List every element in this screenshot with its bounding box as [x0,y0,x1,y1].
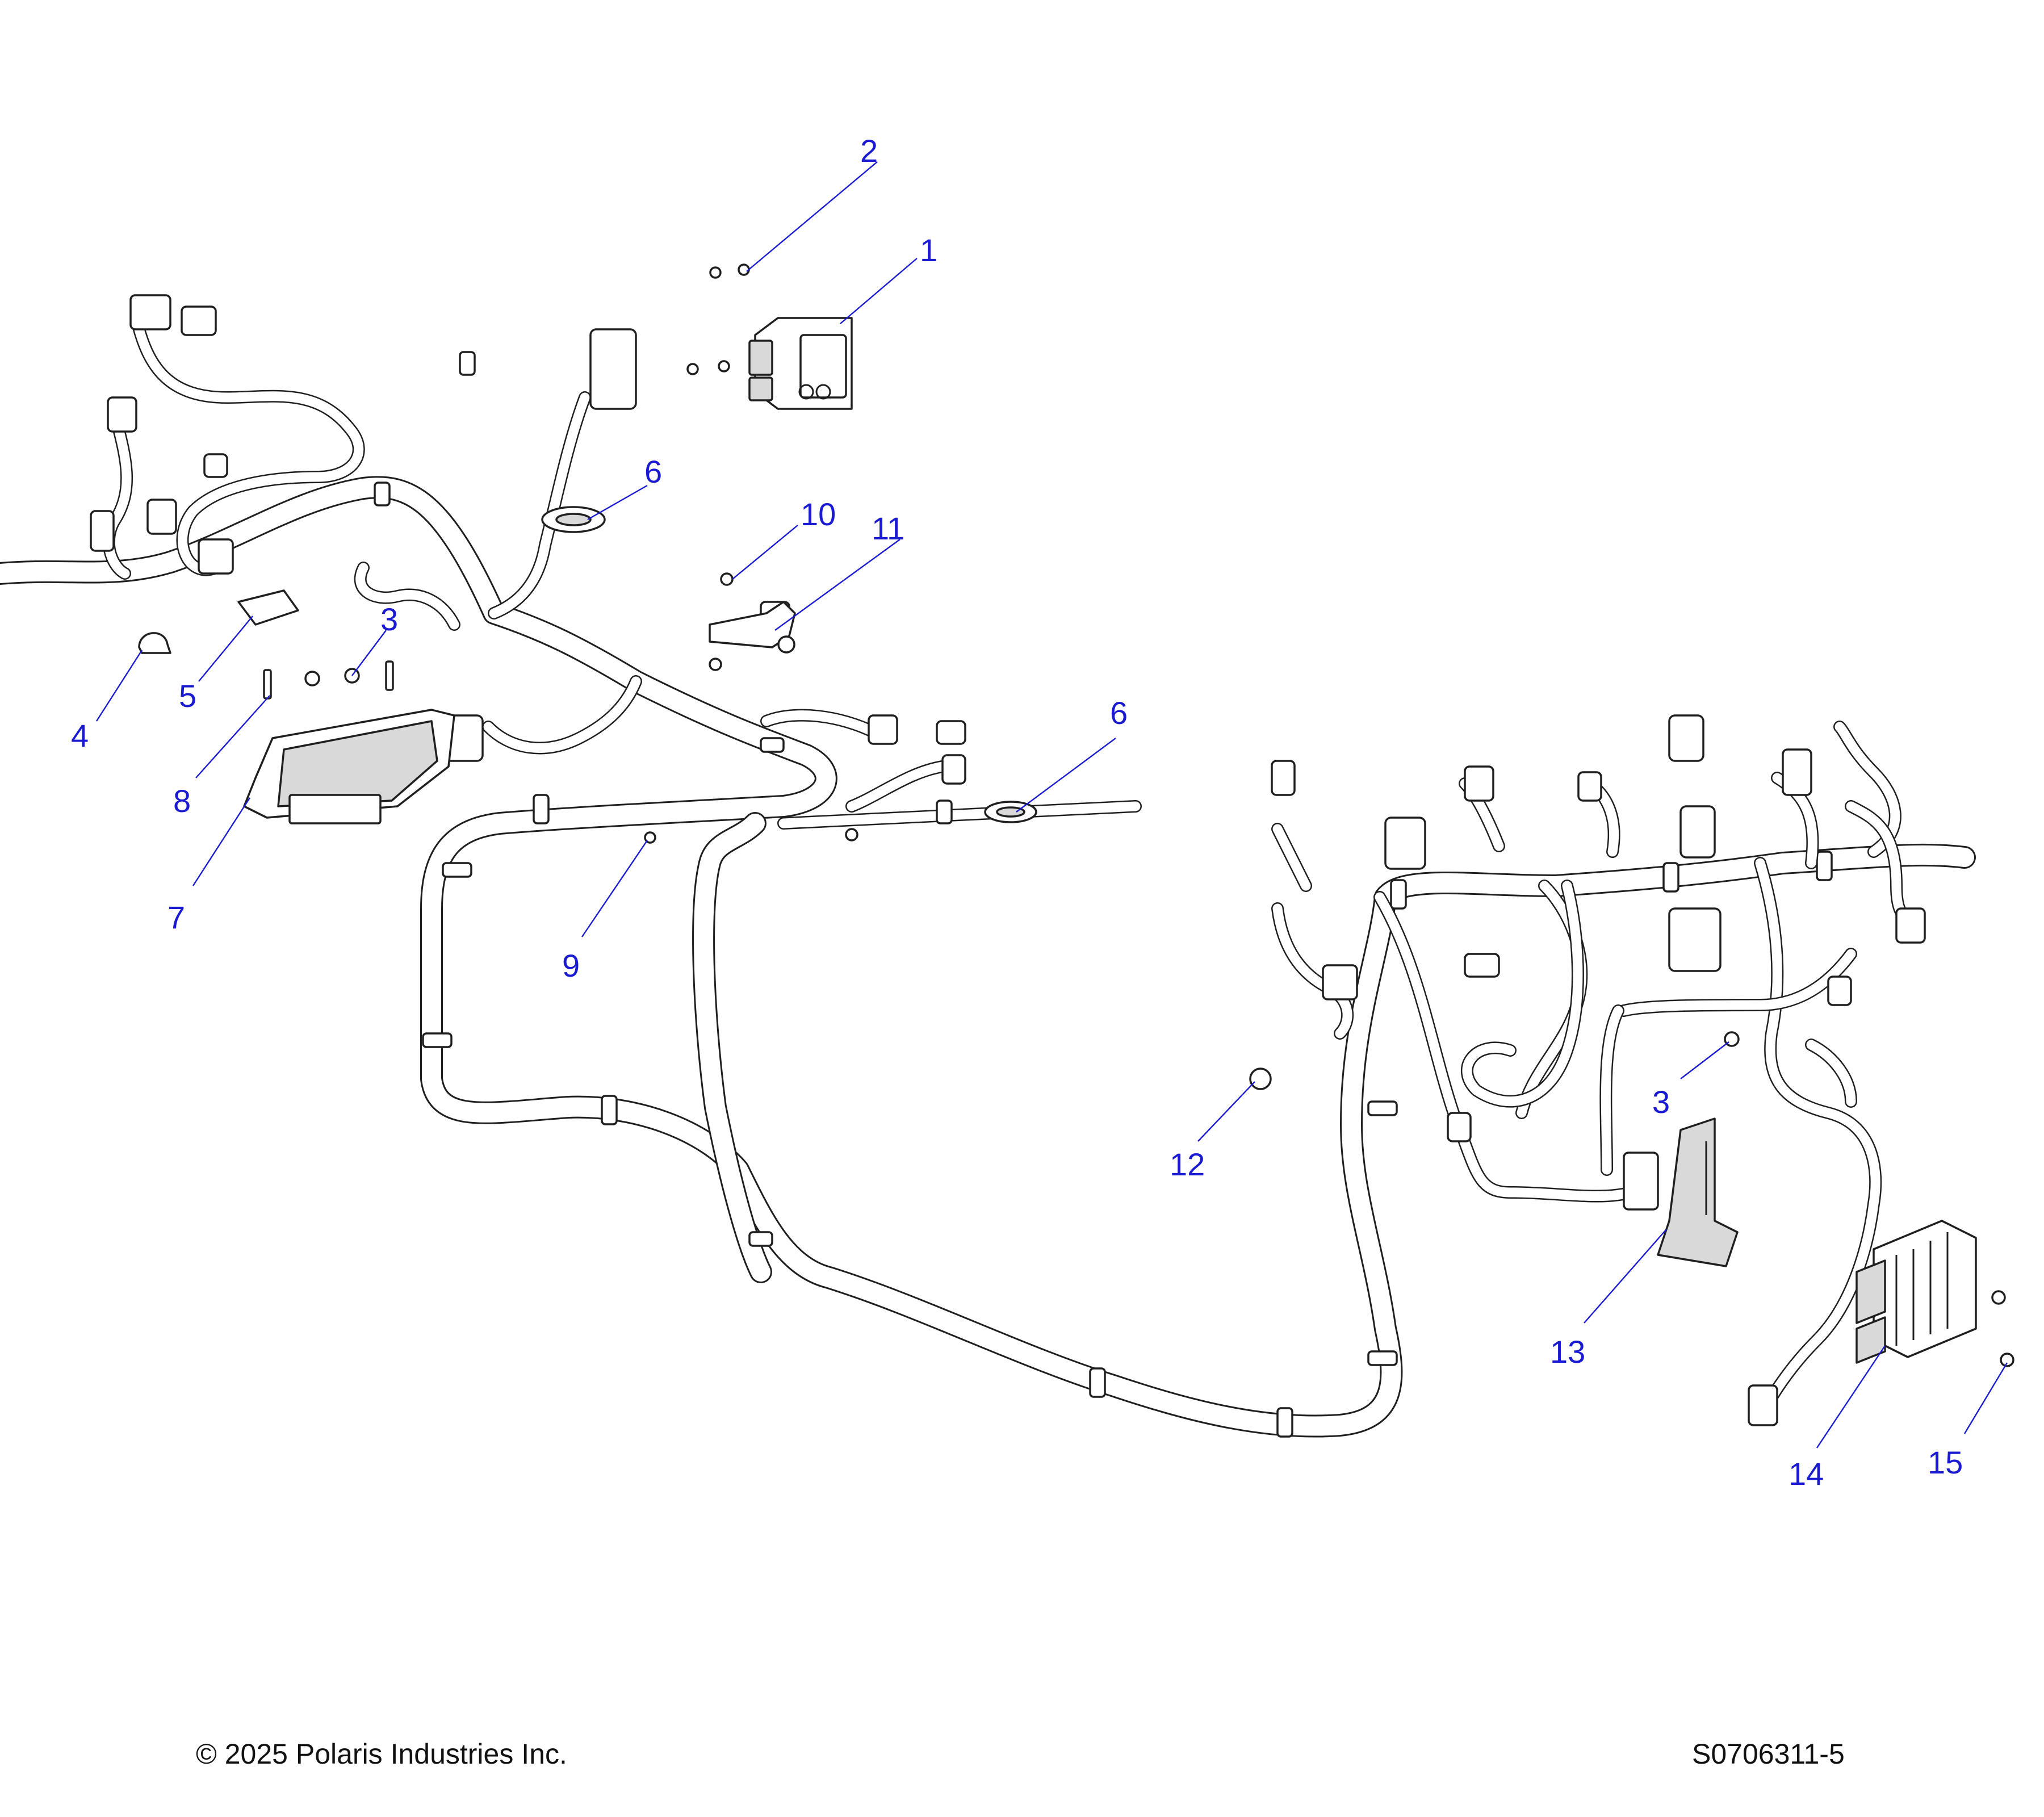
callout-7: 7 [167,899,185,935]
callout-2: 2 [860,133,878,169]
callout-5: 5 [179,678,196,714]
foam-pad [237,589,299,626]
fasteners [263,263,2014,1367]
callout-numbers: 1 2 3 3 4 5 6 6 7 8 9 10 11 12 13 14 15 [71,133,1963,1492]
callout-3: 3 [1652,1084,1670,1120]
callout-4: 4 [71,718,89,753]
harness-clamps [374,351,1833,1438]
callout-12: 12 [1170,1146,1205,1182]
callout-9: 9 [562,948,580,983]
right-wire-harness [1271,721,1920,1414]
callout-15: 15 [1928,1445,1963,1480]
callout-13: 13 [1550,1334,1585,1370]
ecu-module [748,317,853,410]
drawing-number: S0706311-5 [1692,1738,1845,1770]
callout-14: 14 [1789,1456,1824,1492]
module-bracket [243,709,455,824]
sensor [709,601,796,654]
harness-clip [138,632,171,654]
connectors [90,294,1926,1426]
callout-10: 10 [801,496,836,532]
callout-11: 11 [872,510,904,546]
callout-3: 3 [380,601,398,637]
leader-lines [95,161,2008,1448]
bracket-plate [1657,1117,1739,1267]
callout-6: 6 [1110,695,1128,731]
copyright-notice: © 2025 Polaris Industries Inc. [196,1738,567,1770]
callout-8: 8 [173,783,191,819]
callout-1: 1 [920,232,937,268]
main-wire-harness [0,312,1976,1438]
voltage-regulator [1855,1220,1977,1364]
callout-6: 6 [644,454,662,489]
